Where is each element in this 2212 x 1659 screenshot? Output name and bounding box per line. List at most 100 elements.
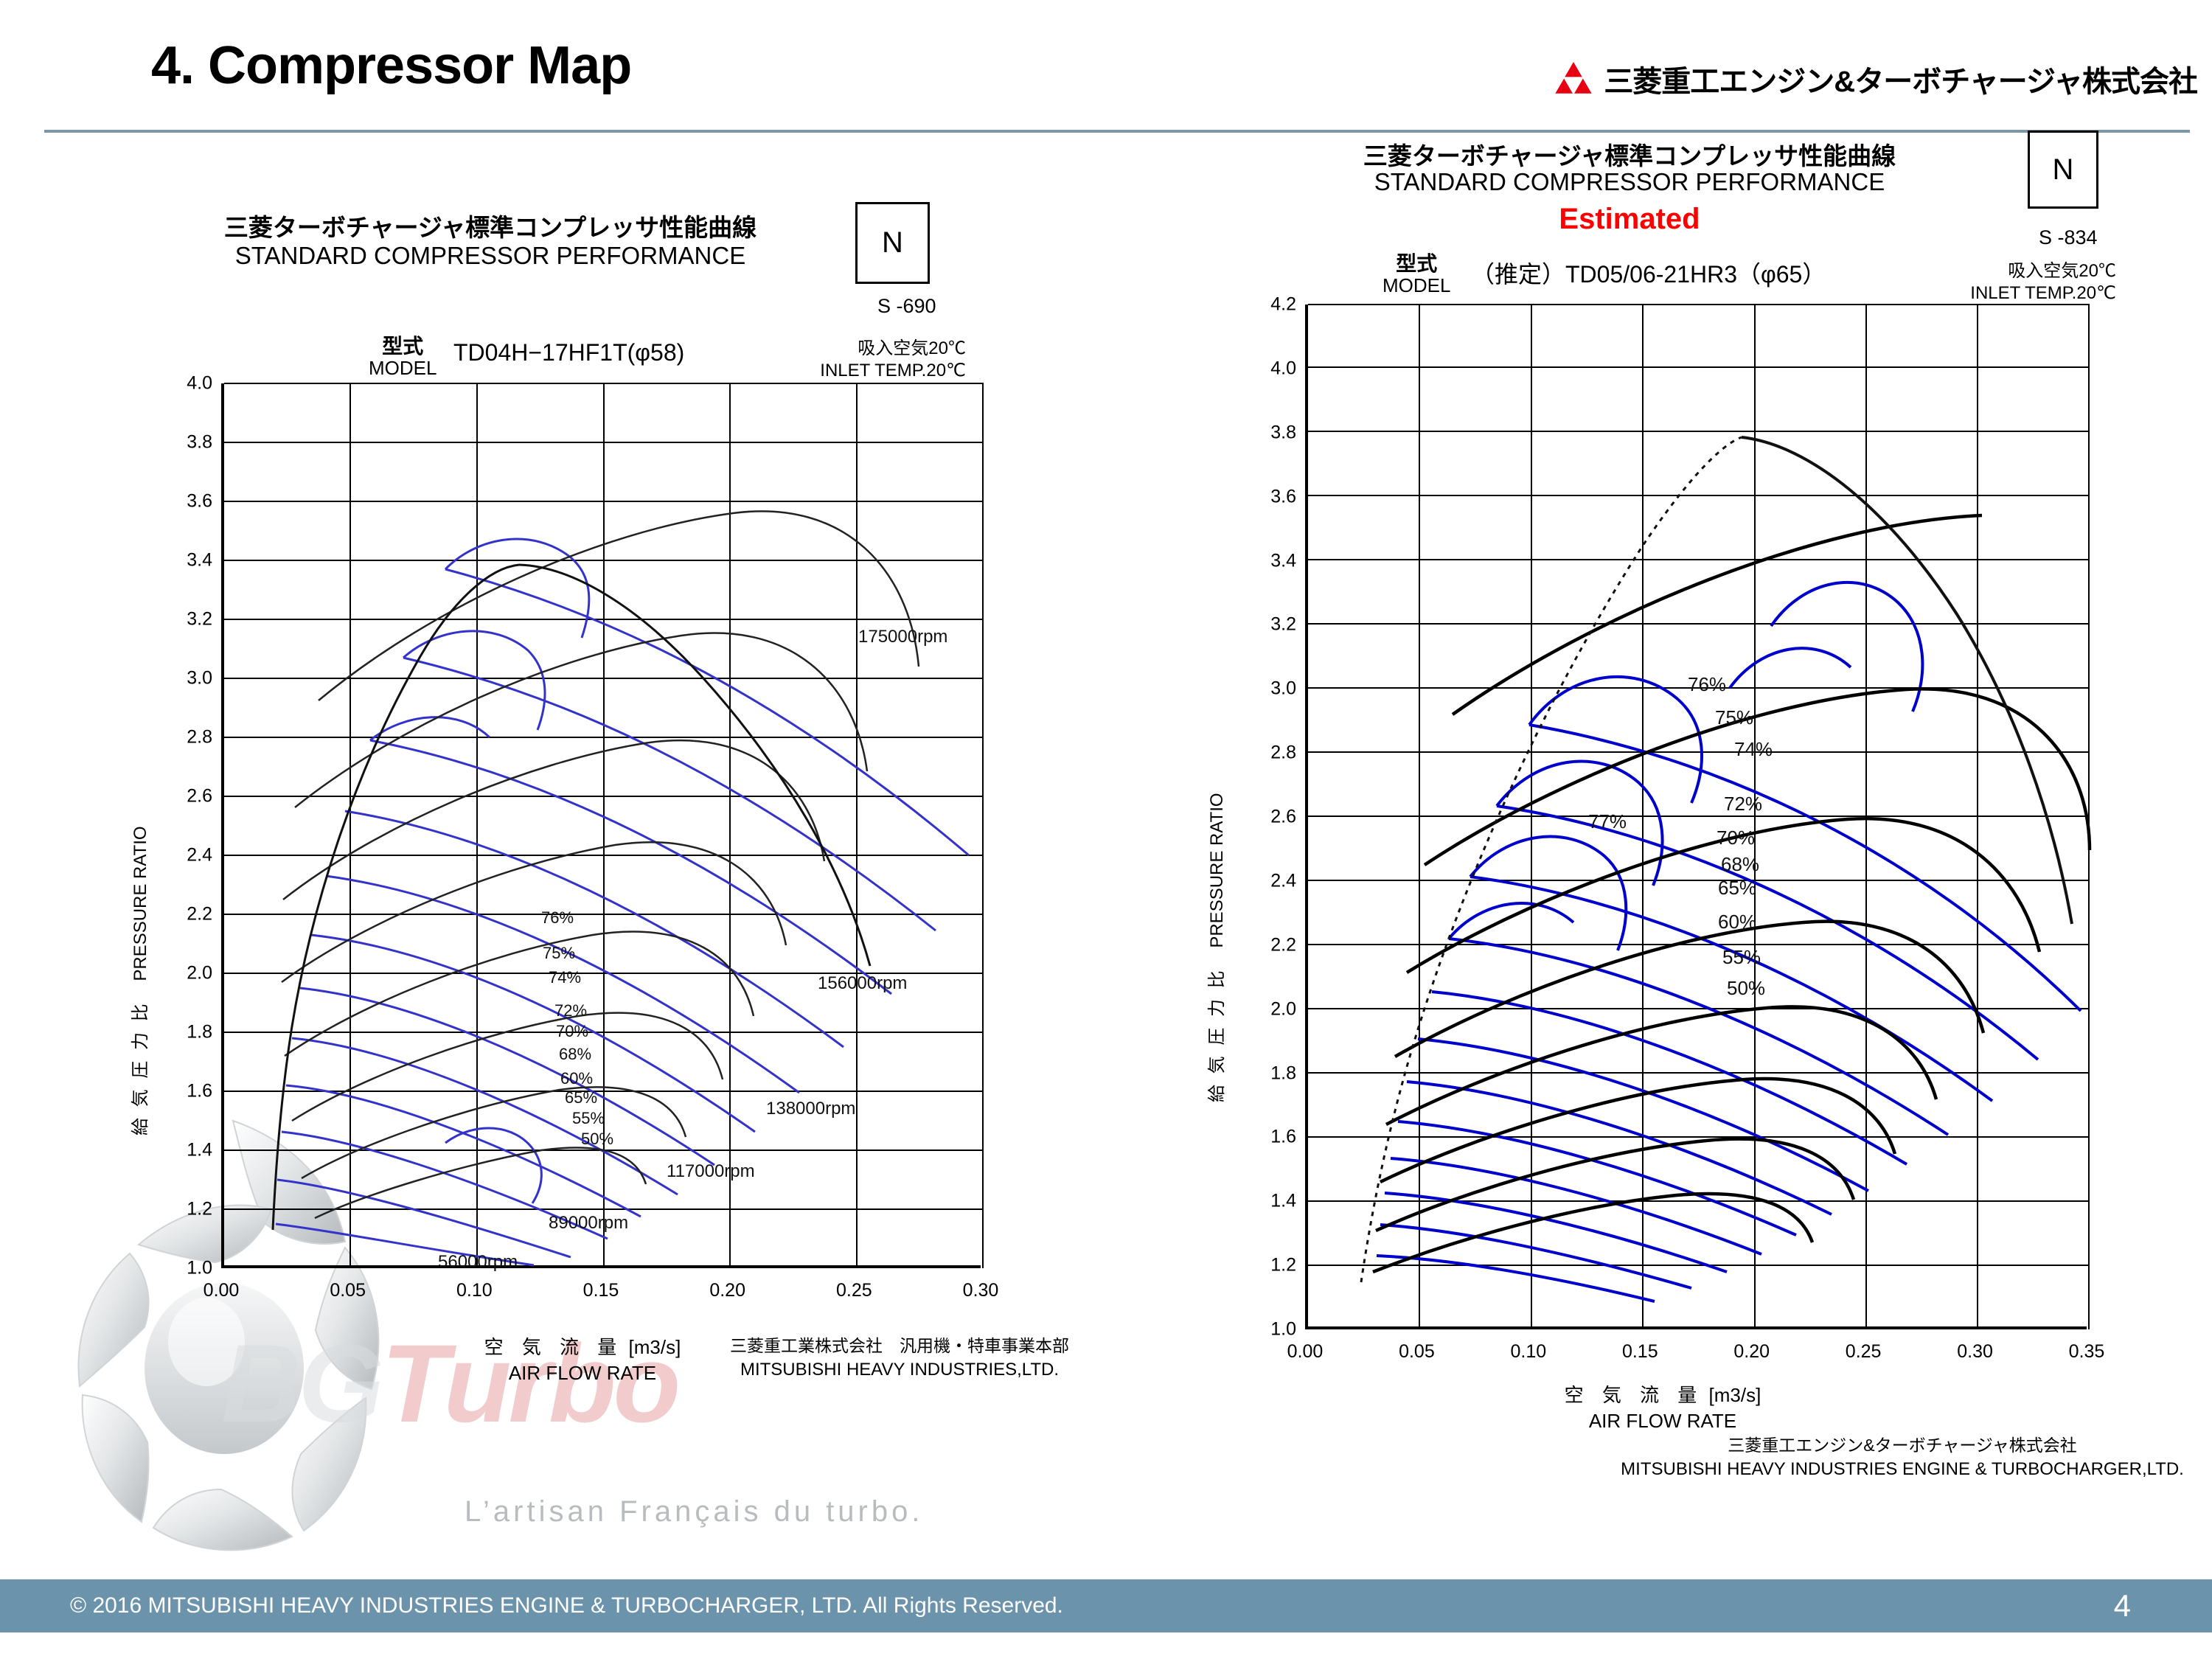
left-chart-inlet-en: INLET TEMP.20℃ xyxy=(820,361,966,380)
left-chart-eff-label-75: 75% xyxy=(543,944,576,962)
left-chart-x-tick: 0.10 xyxy=(456,1280,493,1301)
right-chart-eff-label-50: 50% xyxy=(1727,977,1766,999)
right-chart-gridlines xyxy=(1308,304,2090,1329)
left-chart-y-tick: 1.4 xyxy=(187,1139,212,1161)
left-chart-eff-label-72: 72% xyxy=(554,1001,588,1020)
right-chart-eff-label-75: 75% xyxy=(1715,706,1754,728)
page-number: 4 xyxy=(2113,1588,2131,1623)
right-chart-y-tick: 1.6 xyxy=(1270,1126,1296,1147)
page-title: 4. Compressor Map xyxy=(151,36,632,95)
right-chart-x-tick: 0.25 xyxy=(1845,1341,1882,1362)
left-chart-choke-line xyxy=(518,563,872,967)
left-chart-x-axis-en: AIR FLOW RATE xyxy=(508,1362,657,1385)
left-chart-speed-label-89000: 89000rpm xyxy=(549,1213,629,1233)
right-chart-speed-line-hooks xyxy=(1447,580,1924,951)
right-chart-x-tick: 0.10 xyxy=(1510,1341,1547,1362)
left-chart-company-en: MITSUBISHI HEAVY INDUSTRIES,LTD. xyxy=(740,1360,1060,1380)
left-chart-eff-label-50: 50% xyxy=(581,1130,614,1148)
right-chart-plot-area: 77% 76% 75% 74% 72% 70% 68% 65% 60% 55% … xyxy=(1305,304,2092,1329)
right-chart-eff-label-68: 68% xyxy=(1721,853,1760,875)
left-chart-speed-lines xyxy=(275,568,970,1267)
right-chart-eff-label-65: 65% xyxy=(1718,877,1757,899)
left-chart-y-axis-jp: 給 気 圧 力 比 xyxy=(131,1001,150,1135)
right-chart-inlet-jp: 吸入空気20℃ xyxy=(2008,261,2116,281)
right-chart-y-tick: 2.6 xyxy=(1270,806,1296,827)
left-chart-y-tick: 4.0 xyxy=(187,372,212,394)
left-chart-x-axis-label: 空 気 流 量 [m3/s] AIR FLOW RATE xyxy=(428,1335,737,1386)
left-chart-y-tick: 1.6 xyxy=(187,1080,212,1102)
right-chart-y-tick: 3.0 xyxy=(1270,678,1296,699)
left-chart-y-tick: 1.0 xyxy=(187,1257,212,1279)
left-chart-eff-label-74: 74% xyxy=(549,968,582,987)
left-chart-model-label: 型式 MODEL xyxy=(369,335,437,379)
left-chart-y-axis-label: 給 気 圧 力 比 PRESSURE RATIO xyxy=(131,826,150,1135)
right-chart-inlet-en: INLET TEMP.20℃ xyxy=(1970,283,2116,303)
right-chart-x-axis-jp: 空 気 流 量 xyxy=(1564,1384,1704,1406)
right-compressor-map: 三菱ターボチャージャ標準コンプレッサ性能曲線 STANDARD COMPRESS… xyxy=(1194,129,2197,1480)
left-chart-y-axis-en: PRESSURE RATIO xyxy=(131,826,150,981)
header-divider xyxy=(44,130,2190,133)
right-chart-eff-label-77: 77% xyxy=(1588,810,1627,832)
right-chart-title-en: STANDARD COMPRESSOR PERFORMANCE xyxy=(1374,168,1885,195)
right-chart-x-axis-en: AIR FLOW RATE xyxy=(1588,1410,1737,1433)
left-chart-y-tick: 3.4 xyxy=(187,549,212,571)
brand-name: 三菱重工エンジン&ターボチャージャ株式会社 xyxy=(1604,66,2198,98)
left-chart-eff-label-55: 55% xyxy=(572,1109,605,1127)
left-chart-model-label-en: MODEL xyxy=(369,357,437,380)
right-chart-y-tick: 3.2 xyxy=(1270,613,1296,635)
left-chart-x-tick: 0.30 xyxy=(962,1280,999,1301)
left-chart-speed-line-hooks xyxy=(369,538,591,1204)
left-chart-eff-label-68: 68% xyxy=(559,1045,592,1063)
left-chart-model-label-jp: 型式 xyxy=(382,335,424,358)
left-chart-x-tick: 0.15 xyxy=(582,1280,619,1301)
left-chart-x-tick: 0.20 xyxy=(709,1280,745,1301)
left-chart-x-axis-unit: [m3/s] xyxy=(628,1336,681,1358)
left-chart-company: 三菱重工業株式会社 汎用機・特車事業本部 MITSUBISHI HEAVY IN… xyxy=(723,1335,1077,1382)
right-chart-y-tick: 2.0 xyxy=(1270,998,1296,1020)
left-chart-model-value: TD04H−17HF1T(φ58) xyxy=(453,339,685,366)
right-chart-y-tick: 1.0 xyxy=(1270,1318,1296,1340)
right-chart-y-axis-jp: 給 気 圧 力 比 xyxy=(1207,967,1227,1102)
right-chart-company-jp: 三菱重工エンジン&ターボチャージャ株式会社 xyxy=(1728,1436,2077,1455)
right-chart-y-tick: 2.2 xyxy=(1270,934,1296,956)
right-chart-x-tick: 0.05 xyxy=(1399,1341,1435,1362)
right-chart-surge-line xyxy=(1360,436,1742,1283)
right-chart-eff-label-55: 55% xyxy=(1722,946,1761,968)
right-chart-canvas xyxy=(1308,304,2092,1329)
right-chart-x-axis-label: 空 気 流 量 [m3/s] AIR FLOW RATE xyxy=(1504,1382,1821,1434)
left-chart-y-tick: 3.8 xyxy=(187,431,212,453)
right-chart-x-axis-unit: [m3/s] xyxy=(1708,1384,1761,1406)
right-chart-x-tick: 0.20 xyxy=(1733,1341,1770,1362)
right-chart-n-box: N xyxy=(2028,131,2098,209)
right-chart-eff-label-72: 72% xyxy=(1724,793,1763,815)
left-chart-y-tick: 2.4 xyxy=(187,844,212,866)
left-chart-speed-label-156000: 156000rpm xyxy=(818,973,908,993)
left-chart-y-tick: 2.8 xyxy=(187,726,212,748)
left-chart-eff-label-70: 70% xyxy=(556,1022,589,1040)
left-chart-x-tick: 0.25 xyxy=(835,1280,872,1301)
left-chart-inlet-temp: 吸入空気20℃ INLET TEMP.20℃ xyxy=(820,338,966,382)
left-compressor-map: 三菱ターボチャージャ標準コンプレッサ性能曲線 STANDARD COMPRESS… xyxy=(118,199,1077,1497)
bgturbo-tagline: L’artisan Français du turbo. xyxy=(465,1495,924,1528)
left-chart-gridlines xyxy=(224,383,984,1268)
left-chart-y-tick: 2.0 xyxy=(187,962,212,984)
right-chart-company-en: MITSUBISHI HEAVY INDUSTRIES ENGINE & TUR… xyxy=(1621,1459,2184,1480)
right-chart-y-tick: 3.4 xyxy=(1270,550,1296,571)
left-chart-n-box: N xyxy=(855,202,930,284)
footer-bar: © 2016 MITSUBISHI HEAVY INDUSTRIES ENGIN… xyxy=(0,1579,2212,1632)
right-chart-efficiency-contours xyxy=(1372,513,2092,1274)
right-chart-choke-line xyxy=(1741,436,2073,925)
right-chart-title-jp: 三菱ターボチャージャ標準コンプレッサ性能曲線 xyxy=(1363,142,1896,170)
left-chart-canvas xyxy=(224,383,984,1268)
left-chart-speed-label-175000: 175000rpm xyxy=(858,627,948,647)
left-chart-title-en: STANDARD COMPRESSOR PERFORMANCE xyxy=(234,242,746,269)
left-chart-plot-area: 175000rpm 156000rpm 138000rpm 117000rpm … xyxy=(221,383,984,1272)
left-chart-y-tick: 2.6 xyxy=(187,785,212,807)
left-chart-y-tick: 3.0 xyxy=(187,667,212,689)
right-chart-model-label: 型式 MODEL xyxy=(1382,253,1450,296)
left-chart-title-jp: 三菱ターボチャージャ標準コンプレッサ性能曲線 xyxy=(223,214,757,241)
right-chart-y-tick: 4.0 xyxy=(1270,358,1296,379)
left-chart-y-tick: 3.6 xyxy=(187,490,212,512)
left-chart-speed-label-138000: 138000rpm xyxy=(766,1099,856,1119)
